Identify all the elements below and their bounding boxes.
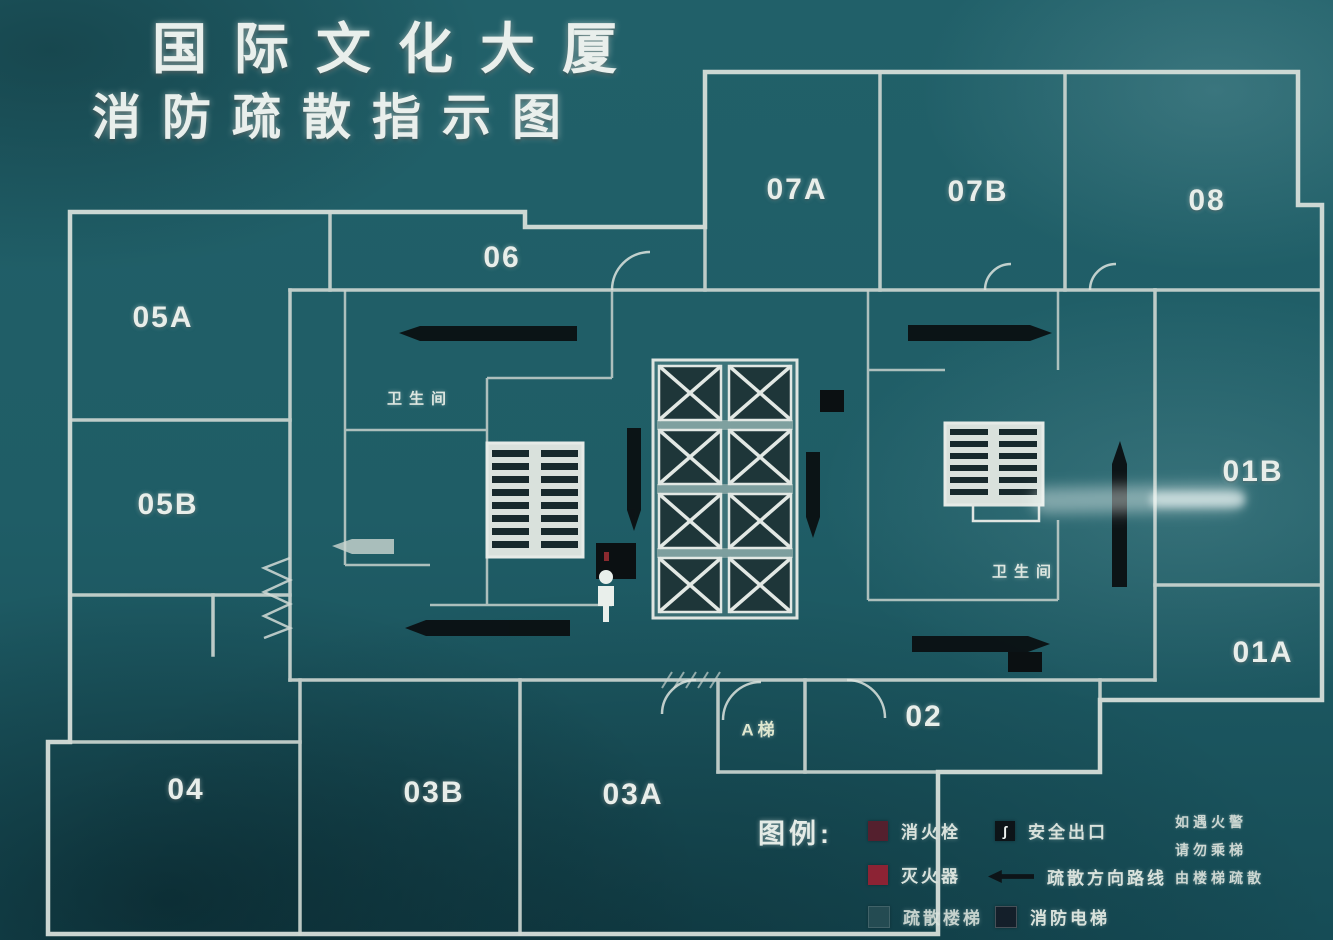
evac-arrow-left-bottom	[405, 620, 570, 636]
elevator-x-marks	[657, 364, 793, 614]
room-label-03a: 03A	[602, 778, 664, 811]
legend-item-fire-hydrant: 消火栓	[868, 818, 961, 843]
legend-label: 灭火器	[901, 867, 961, 886]
map-subtitle: 消防疏散指示图	[92, 91, 583, 145]
interior-walls	[68, 70, 1324, 936]
elevator-bank	[651, 358, 799, 620]
legend-label: 疏散方向路线	[1047, 869, 1167, 888]
room-label-06: 06	[483, 241, 521, 274]
legend-item-evac-stair: 疏散楼梯	[868, 904, 983, 929]
room-label-08: 08	[1188, 184, 1226, 217]
room-label-01a: 01A	[1232, 636, 1294, 669]
evac-arrow-center-down	[806, 452, 820, 538]
room-label-04: 04	[167, 773, 205, 806]
stair-a-label: A梯	[741, 720, 779, 740]
legend-label: 消防电梯	[1030, 909, 1110, 928]
evac-arrow-left-down	[627, 428, 641, 531]
legend-label: 疏散楼梯	[903, 909, 983, 928]
legend-item-evac-direction: 疏散方向路线	[988, 864, 1167, 889]
safety-exit-sign-icon: ʃ	[995, 820, 1015, 841]
note-line-2: 请勿乘梯	[1175, 842, 1247, 858]
evac-arrow-left-top	[399, 326, 577, 341]
room-label-07a: 07A	[766, 173, 828, 206]
room-label-07b: 07B	[947, 175, 1009, 208]
fire-elevator-swatch-icon	[995, 905, 1017, 928]
core-interior-walls	[343, 290, 1060, 607]
legend-item-fire-extinguisher: 灭火器	[868, 862, 961, 887]
glare-spot	[1150, 492, 1245, 507]
room-label-03b: 03B	[403, 776, 465, 809]
restroom-label-right: 卫生间	[991, 563, 1059, 581]
evac-stair-swatch-icon	[868, 905, 890, 928]
fire-hydrant-box	[1008, 652, 1042, 672]
legend-label: 消火栓	[901, 823, 961, 842]
fire-extinguisher-swatch-icon	[868, 864, 888, 885]
note-line-3: 由楼梯疏散	[1175, 870, 1265, 886]
restroom-label-left: 卫生间	[386, 390, 454, 408]
person-icon	[598, 570, 614, 622]
exit-runner-glyph: ʃ	[1002, 822, 1008, 839]
evac-arrow-right-bottom	[912, 636, 1050, 652]
room-label-02: 02	[905, 700, 943, 733]
legend-item-fire-elevator: 消防电梯	[995, 904, 1110, 929]
fire-hydrant-box	[820, 390, 844, 412]
note-line-1: 如遇火警	[1175, 814, 1247, 830]
room-label-05b: 05B	[137, 488, 199, 521]
evac-direction-arrow-icon	[988, 870, 1034, 883]
legend-title: 图例:	[758, 819, 833, 849]
hydrant-red-mark	[604, 552, 609, 561]
evac-arrow-right-up	[1112, 441, 1127, 587]
evac-arrow-pale-left	[332, 539, 394, 554]
fire-equipment-squares	[596, 390, 1042, 672]
stairwell-right	[943, 421, 1045, 523]
room-label-05a: 05A	[132, 301, 194, 334]
legend-item-safety-exit: ʃ 安全出口	[995, 818, 1108, 843]
evacuation-arrows	[399, 325, 1127, 652]
stairwell-left	[485, 441, 585, 559]
legend-label: 安全出口	[1028, 823, 1108, 842]
outer-walls	[45, 69, 1325, 937]
building-title: 国际文化大厦	[152, 18, 645, 80]
door-arcs	[610, 250, 1117, 721]
evac-arrow-right-top	[908, 325, 1052, 341]
exterior-stair-zigzag	[260, 556, 294, 640]
fire-hydrant-swatch-icon	[868, 820, 888, 841]
room-label-01b: 01B	[1222, 455, 1284, 488]
